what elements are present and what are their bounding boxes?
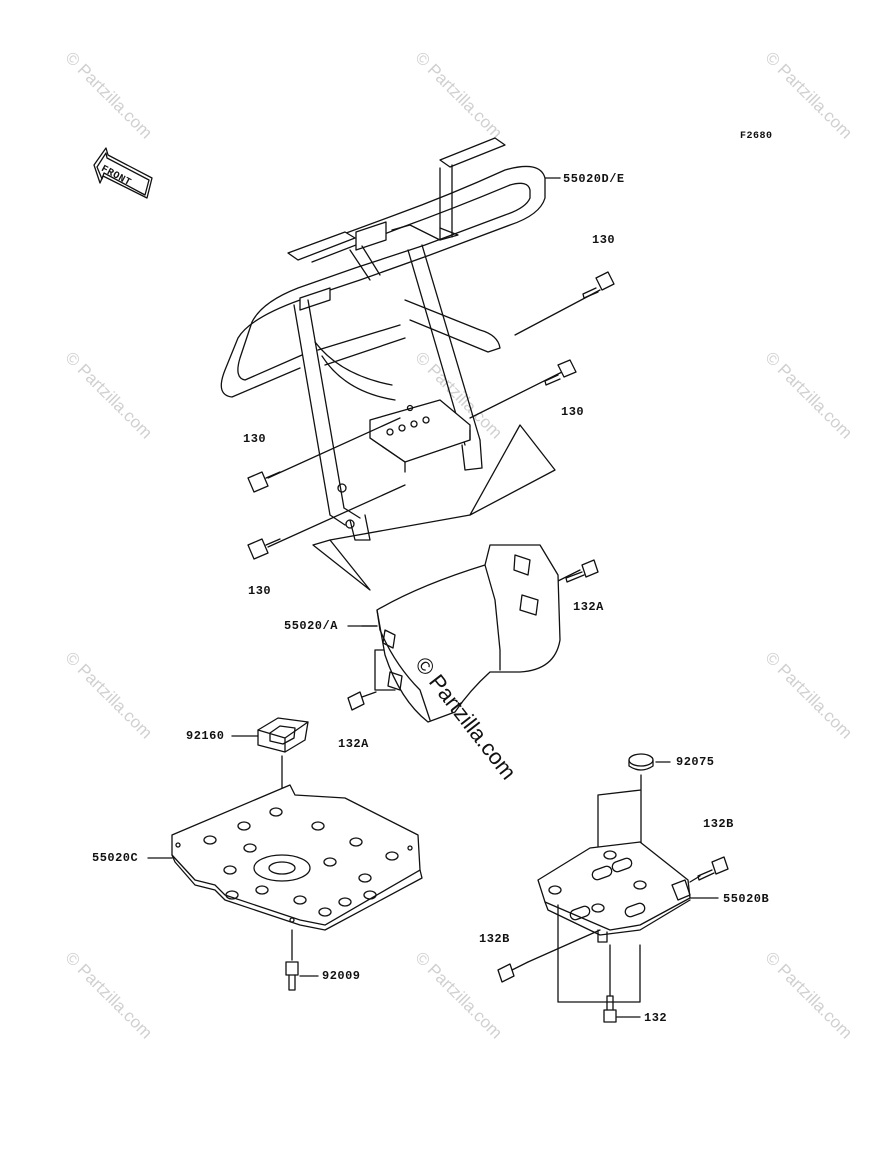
bracket-55020b bbox=[537, 841, 691, 943]
label-130-lower-left: 130 bbox=[248, 584, 272, 598]
label-55020a: 55020/A bbox=[284, 619, 338, 633]
bolt-130-upper-right bbox=[582, 271, 615, 299]
bolt-132 bbox=[603, 995, 617, 1023]
label-130-mid-right: 130 bbox=[561, 405, 585, 419]
label-130-upper-right: 130 bbox=[592, 233, 616, 247]
cap-92160 bbox=[257, 717, 309, 753]
label-130-mid-left: 130 bbox=[243, 432, 267, 446]
bolt-132a-left bbox=[347, 691, 377, 711]
upper-guard-55020de bbox=[220, 137, 561, 541]
bolt-130-mid-left bbox=[247, 471, 281, 493]
label-92160: 92160 bbox=[186, 729, 225, 743]
front-guard-55020a bbox=[376, 544, 561, 723]
bolt-132b-left bbox=[497, 961, 529, 983]
label-55020b: 55020B bbox=[723, 892, 770, 906]
figure-code: F2680 bbox=[740, 131, 773, 142]
label-132: 132 bbox=[644, 1011, 668, 1025]
bolt-132a-right bbox=[565, 559, 599, 583]
bolt-132b-right bbox=[697, 856, 729, 881]
label-132a-left: 132A bbox=[338, 737, 369, 751]
label-92009: 92009 bbox=[322, 969, 361, 983]
front-arrow-icon bbox=[93, 147, 153, 199]
label-132a-right: 132A bbox=[573, 600, 604, 614]
bolt-92009 bbox=[285, 961, 299, 991]
label-132b-right: 132B bbox=[703, 817, 734, 831]
bolt-130-mid-right bbox=[544, 359, 577, 386]
label-92075: 92075 bbox=[676, 755, 715, 769]
label-55020c: 55020C bbox=[92, 851, 139, 865]
label-55020de: 55020D/E bbox=[563, 172, 625, 186]
skid-plate-55020c bbox=[171, 784, 423, 931]
bolt-130-lower-left bbox=[247, 538, 281, 560]
cap-92075 bbox=[628, 753, 654, 771]
label-132b-left: 132B bbox=[479, 932, 510, 946]
